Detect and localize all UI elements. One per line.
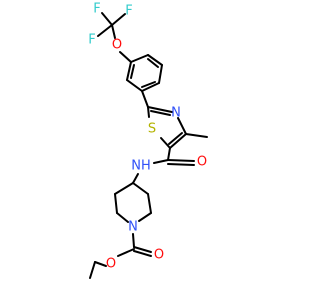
bond	[147, 106, 150, 118]
bond	[89, 261, 96, 279]
bond	[138, 212, 152, 222]
bond	[116, 212, 129, 223]
bond	[132, 173, 139, 184]
bond	[185, 133, 208, 138]
bond	[94, 261, 107, 267]
bond	[126, 61, 132, 81]
bond	[141, 90, 149, 108]
bond	[117, 248, 135, 257]
bond	[167, 159, 195, 162]
bond	[167, 163, 195, 166]
bond	[141, 82, 160, 92]
bond	[150, 110, 171, 116]
amide-nh-label: NH	[131, 159, 151, 174]
bond	[119, 51, 132, 63]
bond	[126, 79, 143, 92]
thiazole-sulfur-label: S	[148, 122, 156, 137]
bond	[167, 147, 171, 161]
atom-labels: F F F O N S O NH N O O	[88, 2, 207, 272]
fluorine-label: F	[125, 4, 132, 19]
bond	[111, 13, 126, 26]
bond	[160, 137, 171, 149]
bond	[169, 133, 187, 149]
molecule-diagram: F F F O N S O NH N O O	[88, 2, 208, 279]
piperidine-nitrogen-label: N	[128, 220, 138, 235]
bond	[101, 12, 113, 26]
bond	[114, 193, 118, 214]
bond	[147, 58, 159, 68]
ester-oxygen-label: O	[106, 257, 116, 272]
bond	[141, 81, 156, 88]
bond	[130, 64, 135, 79]
ether-oxygen-label: O	[112, 38, 122, 53]
bond	[132, 233, 135, 248]
fluorine-label: F	[88, 33, 95, 48]
bonds	[89, 12, 208, 279]
bond	[168, 132, 183, 145]
bond	[147, 54, 163, 66]
bond	[147, 193, 152, 214]
bond	[133, 246, 152, 253]
carbonyl-oxygen-label: O	[154, 248, 164, 263]
bond	[111, 24, 116, 39]
bond	[158, 64, 163, 84]
bond	[97, 24, 113, 37]
thiazole-nitrogen-label: N	[171, 106, 181, 121]
bond	[114, 182, 134, 195]
bond	[132, 182, 149, 195]
bond	[130, 54, 149, 63]
amide-oxygen-label: O	[197, 155, 207, 170]
bond	[177, 117, 187, 135]
bond	[147, 106, 173, 113]
bond	[153, 159, 169, 164]
fluorine-label: F	[93, 2, 100, 17]
bond	[133, 250, 152, 257]
